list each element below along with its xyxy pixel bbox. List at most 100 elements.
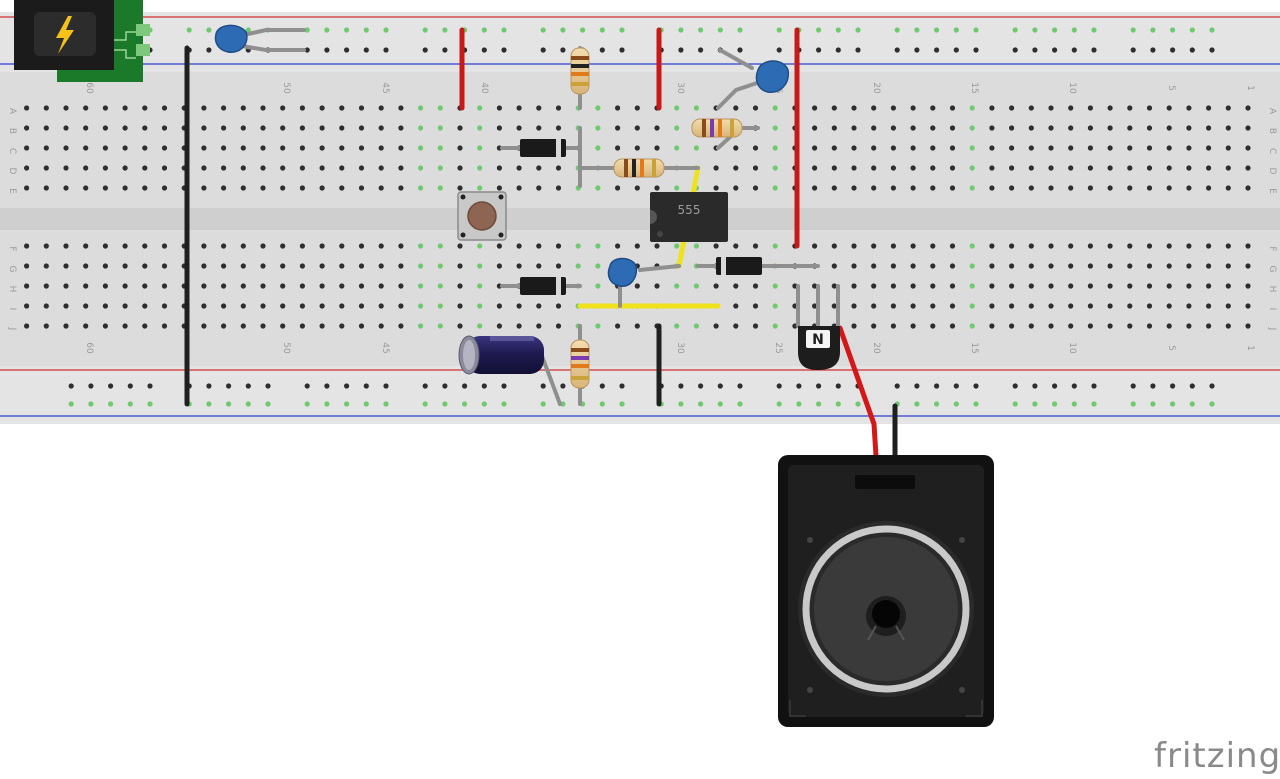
rail-hole [619, 27, 625, 33]
breadboard-hole [122, 165, 128, 171]
breadboard-hole [1087, 105, 1093, 111]
npn-transistor[interactable]: N [798, 326, 840, 370]
speaker[interactable] [778, 455, 994, 727]
breadboard-hole [752, 323, 759, 329]
breadboard-hole [240, 105, 246, 111]
push-button-cap[interactable] [467, 201, 497, 231]
breadboard-hole [378, 263, 384, 269]
resistor-horizontal[interactable] [691, 118, 743, 138]
breadboard-hole [949, 185, 956, 191]
breadboard-hole [280, 185, 286, 191]
breadboard-hole [634, 125, 640, 131]
breadboard-hole [122, 323, 128, 329]
breadboard-hole [1048, 283, 1054, 289]
resistor-horizontal[interactable] [613, 158, 665, 178]
breadboard-hole [752, 303, 759, 309]
breadboard-hole [221, 283, 227, 289]
breadboard-hole [1068, 105, 1074, 111]
breadboard-hole [1206, 243, 1212, 249]
rail-hole [1170, 47, 1176, 53]
rail-hole [835, 401, 841, 407]
breadboard-hole [949, 145, 956, 151]
speaker-slot [855, 475, 915, 489]
diode[interactable] [520, 277, 566, 295]
breadboard-hole [280, 263, 286, 269]
resistor-vertical[interactable] [570, 339, 590, 389]
rail-hole [127, 383, 133, 389]
diode[interactable] [716, 257, 762, 275]
speaker-wire-red[interactable] [837, 325, 879, 459]
rail-hole [501, 401, 507, 407]
breadboard-label: 45 [380, 82, 390, 93]
rail-hole [442, 27, 448, 33]
rail-hole [914, 27, 920, 33]
breadboard-hole [339, 243, 345, 249]
breadboard-hole [221, 243, 227, 249]
breadboard-hole [1166, 263, 1172, 269]
breadboard-hole [319, 145, 325, 151]
electrolytic-capacitor[interactable] [458, 335, 544, 375]
ceramic-capacitor[interactable] [607, 257, 638, 287]
breadboard-hole [969, 283, 975, 289]
rail-hole [678, 383, 684, 389]
breadboard-hole [969, 323, 975, 329]
rail-hole [383, 47, 389, 53]
breadboard-hole [43, 125, 49, 131]
breadboard-label: A [1267, 108, 1277, 115]
breadboard-hole [299, 185, 305, 191]
breadboard-label: 1 [1245, 85, 1255, 91]
resistor-vertical[interactable] [570, 47, 590, 95]
breadboard-hole [1146, 165, 1153, 171]
breadboard-hole [280, 165, 286, 171]
breadboard-hole [240, 145, 246, 151]
breadboard-hole [142, 185, 148, 191]
breadboard-hole [812, 243, 818, 249]
breadboard-hole [260, 185, 266, 191]
power-jack-pin [136, 24, 150, 36]
breadboard-hole [1028, 145, 1034, 151]
breadboard-hole [1009, 243, 1015, 249]
breadboard-hole [910, 165, 916, 171]
breadboard-hole [516, 185, 522, 191]
breadboard-hole [260, 125, 266, 131]
rail-hole [1170, 383, 1176, 389]
breadboard-hole [1028, 243, 1034, 249]
breadboard-hole [1028, 105, 1034, 111]
breadboard-hole [221, 303, 227, 309]
breadboard-hole [536, 243, 542, 249]
breadboard-hole [910, 283, 916, 289]
breadboard-hole [536, 303, 542, 309]
breadboard-hole [83, 165, 89, 171]
breadboard-hole [142, 263, 148, 269]
breadboard-hole [63, 303, 69, 309]
breadboard-hole [1146, 283, 1153, 289]
breadboard-hole [831, 165, 837, 171]
breadboard-hole [1186, 145, 1192, 151]
ic-555-timer[interactable]: 555 [650, 192, 728, 242]
rail-hole [442, 401, 448, 407]
diode[interactable] [520, 139, 566, 157]
breadboard-hole [1127, 323, 1133, 329]
breadboard-hole [1206, 145, 1212, 151]
breadboard-hole [930, 105, 936, 111]
breadboard-hole [516, 165, 522, 171]
breadboard-hole [595, 263, 601, 269]
breadboard-hole [733, 165, 739, 171]
breadboard-hole [201, 243, 207, 249]
breadboard-hole [831, 283, 837, 289]
breadboard-hole [319, 105, 325, 111]
ceramic-capacitor[interactable] [755, 60, 789, 93]
push-button[interactable] [457, 191, 507, 241]
breadboard-hole [1186, 243, 1192, 249]
breadboard-hole [378, 283, 384, 289]
breadboard-label: 25 [773, 342, 783, 353]
rail-hole [855, 401, 861, 407]
breadboard-hole [575, 243, 581, 249]
rail-hole [344, 47, 350, 53]
ceramic-capacitor[interactable] [214, 24, 248, 53]
rail-hole [914, 383, 920, 389]
breadboard-hole [772, 165, 778, 171]
rail-hole [265, 383, 271, 389]
breadboard-hole [1245, 303, 1251, 309]
breadboard-hole [1107, 243, 1113, 249]
